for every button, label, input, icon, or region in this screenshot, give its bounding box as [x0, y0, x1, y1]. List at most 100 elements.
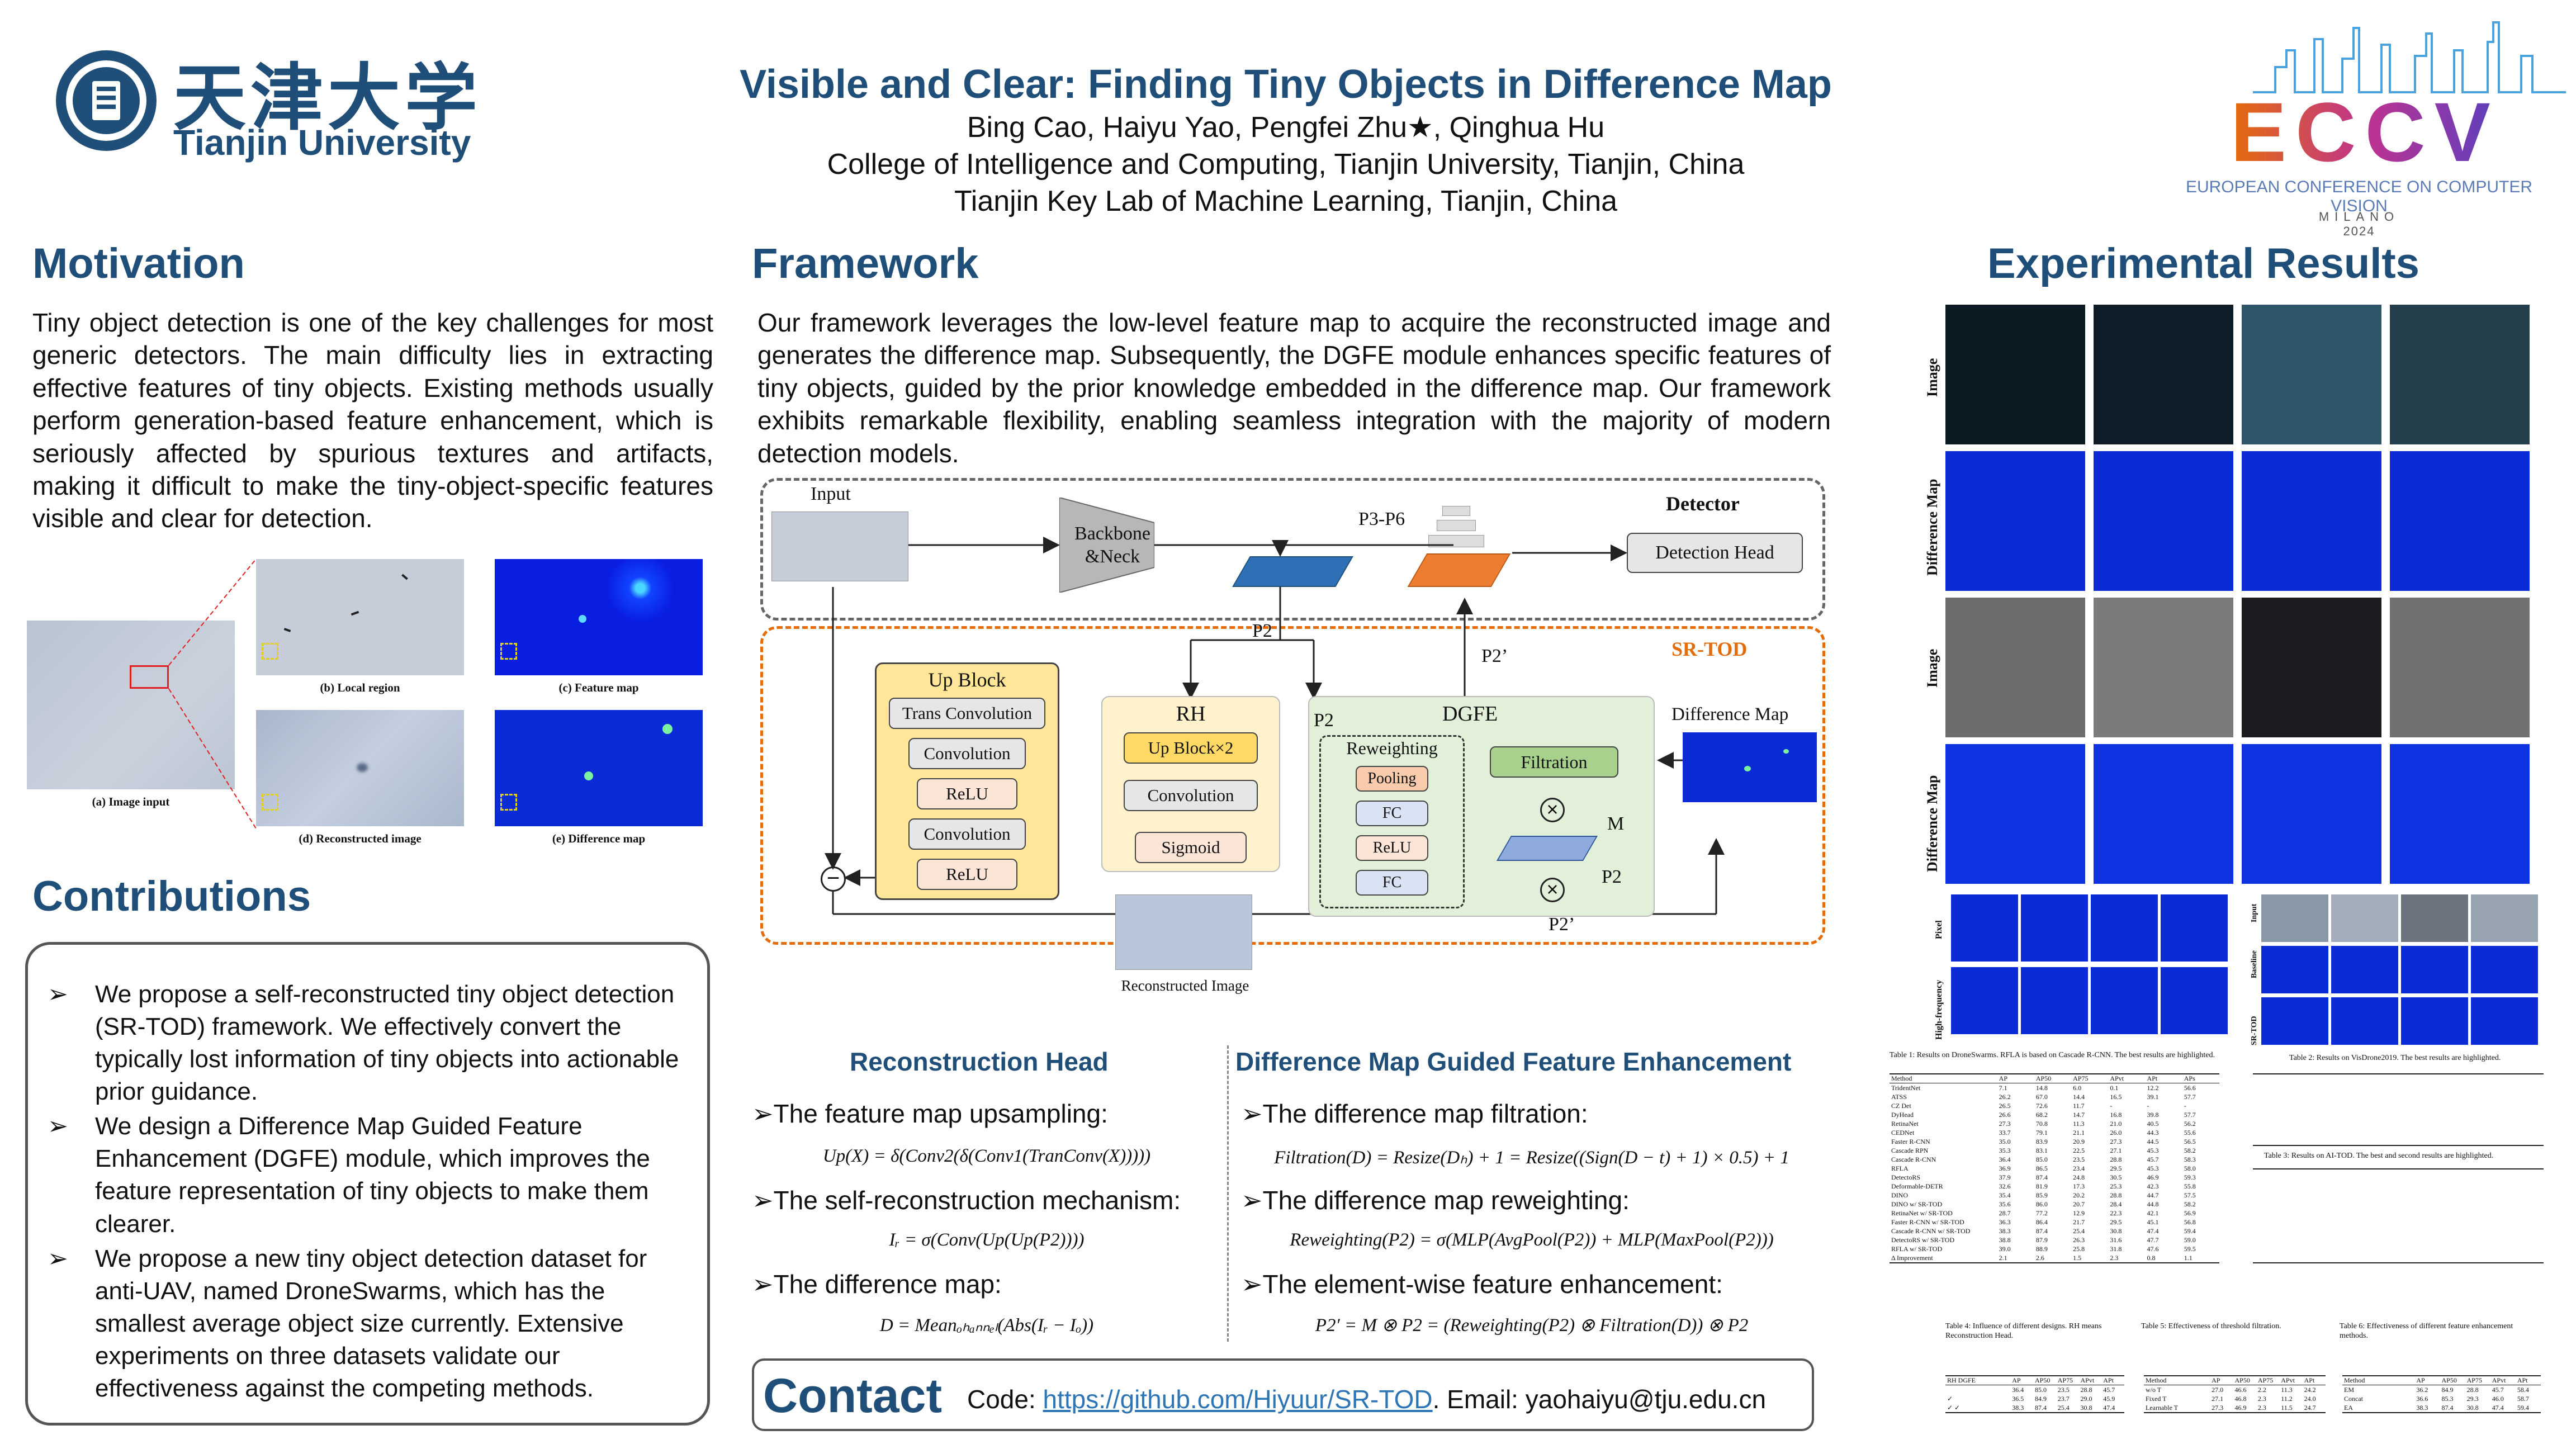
table-cell: 46.9: [2147, 1173, 2159, 1181]
table-cell: 38.3: [2012, 1403, 2024, 1412]
table-cell: 29.5: [2110, 1164, 2122, 1172]
reconstructed-image-thumbnail: [256, 710, 464, 826]
detector-region: [760, 478, 1825, 621]
contributions-heading: Contributions: [32, 873, 311, 920]
contact-heading: Contact: [763, 1369, 943, 1423]
dgfe-item-1-label: ➢The difference map filtration:: [1241, 1099, 1588, 1128]
dgfe-item-3-equation: P2′ = M ⊗ P2 = (Reweighting(P2) ⊗ Filtra…: [1315, 1315, 1749, 1336]
table-cell: AP75: [2257, 1376, 2274, 1384]
table-cell: 35.3: [1999, 1146, 2011, 1154]
table-cell: 27.3: [2212, 1403, 2224, 1412]
table-cell: 28.8: [2080, 1385, 2092, 1394]
srtod-label: SR-TOD: [1671, 638, 1748, 660]
table-cell: 79.1: [2035, 1128, 2048, 1137]
dgfe-section-heading: Difference Map Guided Feature Enhancemen…: [1235, 1047, 1792, 1076]
p2prime-label-bottom: P2’: [1549, 914, 1575, 935]
sigmoid-box-rh: Sigmoid: [1135, 832, 1247, 863]
table-cell: Cascade R-CNN: [1891, 1155, 1936, 1163]
table-cell: 46.6: [2234, 1385, 2247, 1394]
relu-box-2: ReLU: [917, 859, 1017, 890]
table-cell: 23.5: [2057, 1385, 2070, 1394]
table-cell: 59.4: [2517, 1403, 2529, 1412]
table-cell: 27.1: [2212, 1394, 2224, 1403]
table-cell: RFLA: [1891, 1164, 1909, 1172]
table-cell: 88.9: [2035, 1244, 2048, 1253]
eccv-text: ECCV: [2231, 85, 2499, 179]
caption-reconstructed-image: (d) Reconstructed image: [299, 832, 422, 845]
difference-map-diagram: [1683, 732, 1817, 802]
dgfe-item-2-equation: Reweighting(P2) = σ(MLP(AvgPool(P2)) + M…: [1290, 1230, 1774, 1250]
table-cell: 39.0: [1999, 1244, 2011, 1253]
conference-city: MILANO 2024: [2158, 210, 2560, 239]
table-cell: 35.6: [1999, 1200, 2011, 1208]
table-cell: AP: [2416, 1376, 2425, 1384]
dgfe-label: DGFE: [1442, 702, 1498, 726]
table-cell: 70.8: [2035, 1119, 2048, 1128]
table-cell: AP50: [2234, 1376, 2250, 1384]
table-cell: 59.0: [2184, 1235, 2196, 1244]
table-cell: 25.4: [2073, 1227, 2085, 1235]
convolution-box-rh: Convolution: [1124, 780, 1258, 811]
table-cell: DINO: [1891, 1191, 1908, 1199]
detection-head-box: Detection Head: [1627, 533, 1803, 573]
small-label-pixel: Pixel: [1934, 920, 1944, 939]
table-cell: 59.4: [2184, 1227, 2196, 1235]
table-cell: 56.5: [2184, 1137, 2196, 1145]
p2-label-dgfe: P2: [1314, 710, 1334, 731]
table-cell: AP50: [2035, 1074, 2052, 1082]
table-cell: 83.9: [2035, 1137, 2048, 1145]
table-cell: 2.3: [2257, 1394, 2266, 1403]
table4-caption: Table 4: Influence of different designs.…: [1945, 1322, 2102, 1340]
table-cell: ✓: [1947, 1394, 1953, 1403]
reconstructed-image-diagram: [1115, 894, 1252, 970]
table2-visdrone: [2253, 1073, 2544, 1146]
table-cell: 77.2: [2035, 1209, 2048, 1217]
motivation-figure: (a) Image input (b) Local region (c) Fea…: [22, 553, 716, 866]
table-cell: 24.8: [2073, 1173, 2085, 1181]
section-divider: [1227, 1045, 1229, 1342]
table-cell: 59.3: [2184, 1173, 2196, 1181]
table-cell: 28.8: [2110, 1191, 2122, 1199]
table-cell: 11.5: [2281, 1403, 2293, 1412]
motivation-heading: Motivation: [32, 240, 245, 287]
table-cell: 20.9: [2073, 1137, 2085, 1145]
table-cell: 36.3: [1999, 1218, 2011, 1226]
up-block-label: Up Block: [928, 669, 1006, 691]
table-cell: 22.5: [2073, 1146, 2085, 1154]
contribution-item: ➢We propose a new tiny object detection …: [42, 1243, 696, 1405]
authors: Bing Cao, Haiyu Yao, Pengfei Zhu★, Qingh…: [967, 111, 1605, 144]
table-cell: 27.3: [1999, 1119, 2011, 1128]
arrow-bullet-icon: ➢: [48, 1112, 68, 1140]
table-cell: AP: [2012, 1376, 2021, 1384]
table-cell: Learnable T: [2146, 1403, 2179, 1412]
table-cell: 58.0: [2184, 1164, 2196, 1172]
backbone-label: Backbone &Neck: [1074, 523, 1150, 567]
rh-item-3-label: ➢The difference map:: [752, 1270, 1002, 1299]
table1-caption: Table 1: Results on DroneSwarms. RFLA is…: [1890, 1051, 2215, 1059]
table-cell: 58.2: [2184, 1200, 2196, 1208]
github-link[interactable]: https://github.com/Hiyuur/SR-TOD: [1043, 1385, 1433, 1414]
table-cell: DetectoRS: [1891, 1173, 1920, 1181]
table-cell: 38.3: [2416, 1403, 2428, 1412]
p2-label-right: P2: [1602, 866, 1622, 887]
table-cell: 16.8: [2110, 1110, 2122, 1119]
subtract-circle: −: [821, 866, 846, 892]
result-image: [2094, 598, 2233, 737]
relu-box-1: ReLU: [917, 778, 1017, 809]
table-cell: 84.9: [2441, 1385, 2454, 1394]
table-cell: 36.2: [2416, 1385, 2428, 1394]
contribution-item: ➢We propose a self-reconstructed tiny ob…: [42, 978, 696, 1108]
table-cell: 11.2: [2281, 1394, 2293, 1403]
result-image: [2390, 598, 2530, 737]
